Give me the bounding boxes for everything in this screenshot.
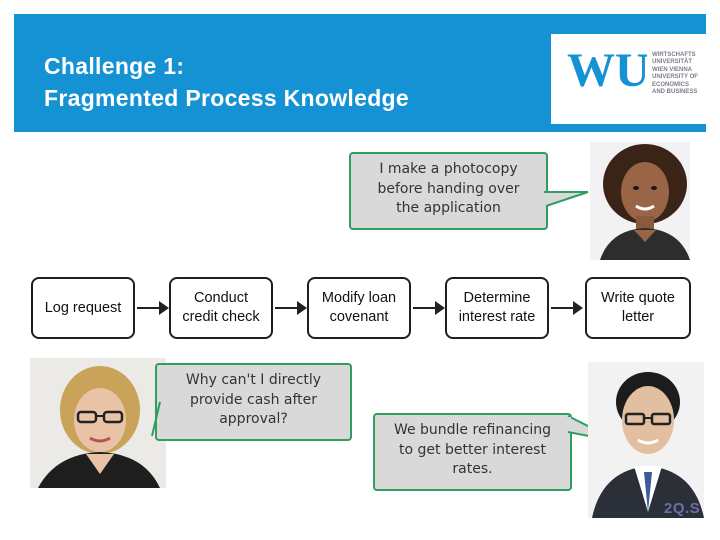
logo-line: UNIVERSITÄT [652, 59, 712, 66]
process-step-quote-letter: Write quote letter [585, 277, 691, 339]
logo-line: AND BUSINESS [652, 89, 712, 96]
title-line-1: Challenge 1: [44, 50, 409, 82]
person-icon [588, 362, 704, 518]
arrow-right-icon [549, 296, 585, 320]
man-glasses-photo [588, 362, 704, 518]
bubble-tail-icon [544, 188, 594, 218]
woman-blonde-glasses-photo [30, 358, 166, 488]
arrow-right-icon [273, 296, 309, 320]
logo-line: WIEN VIENNA [652, 67, 712, 74]
logo-line: ECONOMICS [652, 82, 712, 89]
slide-header: Challenge 1: Fragmented Process Knowledg… [14, 14, 706, 132]
title-line-2: Fragmented Process Knowledge [44, 82, 409, 114]
logo-wordmark: WU [567, 44, 647, 92]
step-label: Conduct credit check [177, 289, 265, 327]
person-icon [30, 358, 166, 488]
bubble-text: We bundle refinancing to get better inte… [394, 422, 551, 477]
corner-watermark: 2Q.S [664, 500, 700, 517]
wu-logo-icon: WU [567, 44, 647, 92]
bubble-text: Why can't I directly provide cash after … [186, 372, 321, 427]
step-label: Log request [45, 299, 122, 318]
speech-bubble-cash-after-approval: Why can't I directly provide cash after … [155, 363, 352, 441]
university-logo: WU WIRTSCHAFTS UNIVERSITÄT WIEN VIENNA U… [551, 34, 711, 124]
logo-text: WIRTSCHAFTS UNIVERSITÄT WIEN VIENNA UNIV… [652, 52, 712, 96]
step-label: Determine interest rate [453, 289, 541, 327]
person-icon [590, 142, 690, 260]
slide-title: Challenge 1: Fragmented Process Knowledg… [44, 50, 409, 114]
bubble-text: I make a photocopy before handing over t… [377, 161, 519, 216]
arrow-right-icon [411, 296, 447, 320]
speech-bubble-photocopy: I make a photocopy before handing over t… [349, 152, 548, 230]
speech-bubble-bundle-refinancing: We bundle refinancing to get better inte… [373, 413, 572, 491]
process-step-interest-rate: Determine interest rate [445, 277, 549, 339]
step-label: Write quote letter [593, 289, 683, 327]
bubble-tail-icon [150, 400, 162, 440]
process-step-credit-check: Conduct credit check [169, 277, 273, 339]
process-step-modify-covenant: Modify loan covenant [307, 277, 411, 339]
process-step-log-request: Log request [31, 277, 135, 339]
arrow-right-icon [135, 296, 171, 320]
logo-line: UNIVERSITY OF [652, 74, 712, 81]
woman-curly-hair-photo [590, 142, 690, 260]
step-label: Modify loan covenant [315, 289, 403, 327]
